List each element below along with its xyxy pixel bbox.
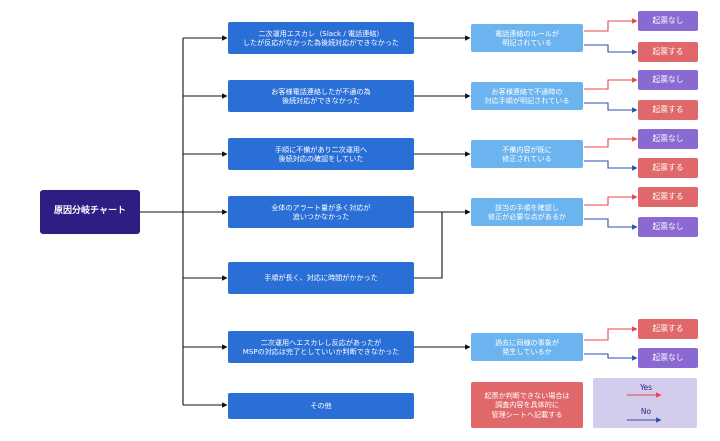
result-create-ticket[interactable]: 起票する xyxy=(638,319,698,339)
legend: Yes No xyxy=(593,378,697,428)
legend-yes-label: Yes xyxy=(639,383,653,392)
legend-no-label: No xyxy=(640,407,652,416)
result-no-ticket[interactable]: 起票なし xyxy=(638,348,698,368)
result-no-ticket[interactable]: 起票なし xyxy=(638,11,698,31)
cause-node[interactable]: お客様電話連絡したが不通の為 後続対応ができなかった xyxy=(228,80,414,112)
check-node[interactable]: 過去に同様の事象が 発生しているか xyxy=(471,333,583,361)
other-note-node[interactable]: 起票か判断できない場合は 調査内容を具体的に 管理シートへ記載する xyxy=(471,382,583,428)
check-node[interactable]: 不備内容が既に 修正されている xyxy=(471,140,583,168)
yes-arrows xyxy=(584,18,638,341)
result-no-ticket[interactable]: 起票なし xyxy=(638,70,698,90)
cause-node[interactable]: 二次運用エスカレ（Slack / 電話連絡） したが反応がなかった為後続対応がで… xyxy=(228,22,414,54)
legend-yes-arrow xyxy=(627,392,662,423)
trunk-to-cause-arrows xyxy=(183,35,228,408)
result-no-ticket[interactable]: 起票なし xyxy=(638,129,698,149)
cause-node[interactable]: 二次運用へエスカレし反応があったが MSPの対応は完了としていいか判断できなかっ… xyxy=(228,331,414,363)
check-node[interactable]: 電話連絡のルールが 明記されている xyxy=(471,24,583,52)
result-create-ticket[interactable]: 起票する xyxy=(638,100,698,120)
result-create-ticket[interactable]: 起票する xyxy=(638,187,698,207)
cause-node[interactable]: 手順に不備があり二次運用へ 後続対応の確認をしていた xyxy=(228,138,414,170)
cause-node[interactable]: 手順が長く、対応に時間がかかった xyxy=(228,262,414,294)
result-create-ticket[interactable]: 起票する xyxy=(638,42,698,62)
result-create-ticket[interactable]: 起票する xyxy=(638,158,698,178)
root-node[interactable]: 原因分岐チャート xyxy=(40,190,140,234)
root-branch-lines xyxy=(140,38,184,405)
cause-node[interactable]: その他 xyxy=(228,393,414,419)
merge-line xyxy=(414,212,443,279)
cause-node[interactable]: 全体のアラート量が多く対応が 追いつかなかった xyxy=(228,196,414,228)
result-no-ticket[interactable]: 起票なし xyxy=(638,217,698,237)
check-node[interactable]: お客様連絡で不通時の 対応手順が明記されている xyxy=(471,82,583,110)
no-arrows xyxy=(584,44,638,361)
check-node[interactable]: 該当の手順を確認し 修正が必要な点があるか xyxy=(471,198,583,226)
